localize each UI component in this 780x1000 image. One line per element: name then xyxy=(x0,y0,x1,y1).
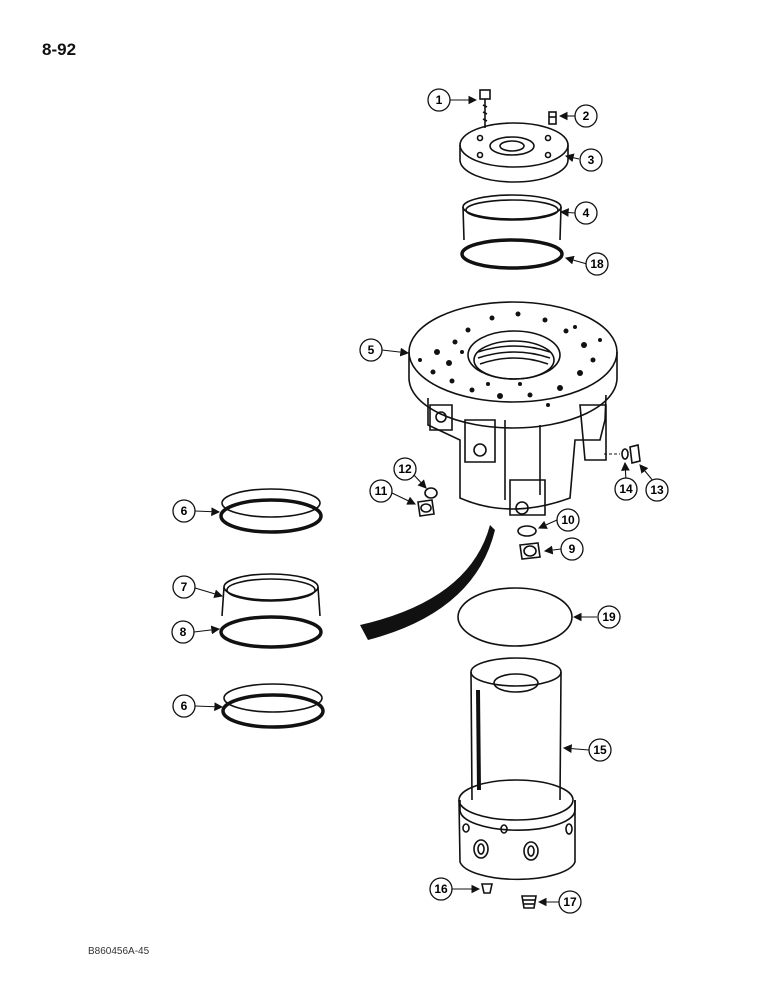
callout-circle xyxy=(369,479,393,503)
callout-label: 2 xyxy=(583,109,590,123)
part-plug-16 xyxy=(481,883,493,894)
callout-11: 11 xyxy=(369,479,393,503)
callout-circle xyxy=(558,890,582,914)
callout-label: 12 xyxy=(398,462,412,476)
callout-label: 10 xyxy=(561,513,575,527)
part-cap-plate xyxy=(459,122,569,183)
leader-lines xyxy=(193,95,655,907)
callout-17: 17 xyxy=(558,890,582,914)
part-oring-18 xyxy=(460,238,564,270)
callout-label: 13 xyxy=(650,483,664,497)
callout-label: 19 xyxy=(602,610,616,624)
callout-label: 4 xyxy=(583,206,590,220)
part-housing xyxy=(408,301,618,516)
callout-circle xyxy=(597,605,621,629)
callout-13: 13 xyxy=(645,478,669,502)
part-ring-6-upper xyxy=(219,488,323,534)
callout-circle xyxy=(614,477,638,501)
callout-circle xyxy=(645,478,669,502)
callout-19: 19 xyxy=(597,605,621,629)
callout-8: 8 xyxy=(171,620,195,644)
callout-6: 6 xyxy=(172,694,196,718)
callout-label: 1 xyxy=(436,93,443,107)
callout-14: 14 xyxy=(614,477,638,501)
callout-10: 10 xyxy=(556,508,580,532)
callout-label: 5 xyxy=(368,343,375,357)
callout-circle xyxy=(359,338,383,362)
part-oring-14 xyxy=(621,448,629,460)
callout-18: 18 xyxy=(585,252,609,276)
part-ring-7 xyxy=(221,573,321,617)
callout-label: 3 xyxy=(588,153,595,167)
callout-label: 6 xyxy=(181,699,188,713)
callout-1: 1 xyxy=(427,88,451,112)
part-oring-19 xyxy=(457,587,573,647)
callout-3: 3 xyxy=(579,148,603,172)
part-plug-11 xyxy=(417,499,435,517)
callout-9: 9 xyxy=(560,537,584,561)
page-number: 8-92 xyxy=(42,40,77,59)
callout-circle xyxy=(172,694,196,718)
callout-12: 12 xyxy=(393,457,417,481)
callout-label: 15 xyxy=(593,743,607,757)
callout-circle xyxy=(585,252,609,276)
part-oring-10 xyxy=(517,525,537,537)
part-ring-4 xyxy=(462,194,562,241)
callout-label: 16 xyxy=(434,882,448,896)
callout-label: 6 xyxy=(181,504,188,518)
callout-circle xyxy=(574,104,598,128)
callout-circle xyxy=(172,499,196,523)
callout-circle xyxy=(560,537,584,561)
callout-15: 15 xyxy=(588,738,612,762)
part-plug-13 xyxy=(629,444,641,464)
part-plug-17 xyxy=(521,895,537,909)
callout-16: 16 xyxy=(429,877,453,901)
part-cap-screw xyxy=(479,89,491,128)
callout-label: 9 xyxy=(569,542,576,556)
callout-circle xyxy=(429,877,453,901)
callout-circle xyxy=(579,148,603,172)
callout-5: 5 xyxy=(359,338,383,362)
callout-circle xyxy=(588,738,612,762)
seal-location-leader xyxy=(360,525,495,640)
callout-7: 7 xyxy=(172,575,196,599)
part-oring-12 xyxy=(424,487,438,499)
callout-circle xyxy=(427,88,451,112)
callout-label: 8 xyxy=(180,625,187,639)
callout-circle xyxy=(556,508,580,532)
part-spindle xyxy=(458,657,576,881)
callout-label: 7 xyxy=(181,580,188,594)
part-ring-6-lower xyxy=(221,683,325,729)
callout-label: 11 xyxy=(375,484,388,498)
callout-label: 18 xyxy=(590,257,604,271)
callout-circle xyxy=(393,457,417,481)
callout-label: 14 xyxy=(619,482,633,496)
callout-circle xyxy=(172,575,196,599)
callout-circle xyxy=(574,201,598,225)
callout-6: 6 xyxy=(172,499,196,523)
figure-code: B860456A-45 xyxy=(88,946,150,957)
callout-label: 17 xyxy=(563,895,577,909)
callout-4: 4 xyxy=(574,201,598,225)
part-ring-8 xyxy=(219,615,323,649)
part-fitting xyxy=(548,111,557,125)
part-plug-9 xyxy=(519,542,541,560)
callout-circle xyxy=(171,620,195,644)
callout-2: 2 xyxy=(574,104,598,128)
